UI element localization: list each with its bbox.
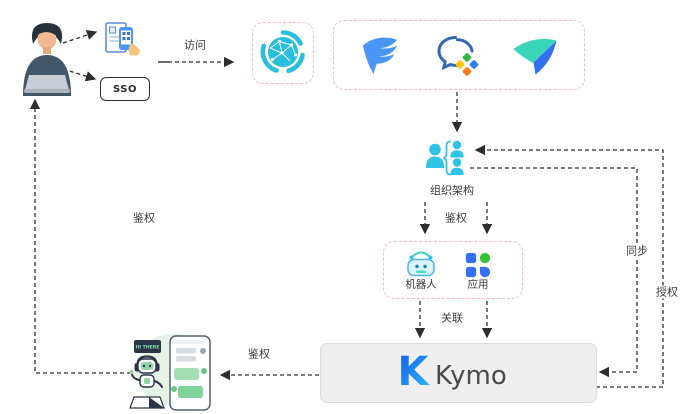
robot-icon [407,251,435,277]
edge-label-auth-bot-user: 鉴权 [130,211,158,225]
dingtalk-icon [362,37,398,75]
platforms-box [333,20,585,90]
chatbot-node: HI THERE [126,331,218,414]
sso-label: SSO [113,83,137,95]
kymo-logo-letter: K [397,351,430,395]
edge-label-sync: 同步 [623,244,651,258]
user-illustration [16,20,78,96]
org-structure-icon [426,140,464,176]
feishu-icon [513,38,557,75]
hi-there-sign-text: HI THERE [136,345,160,351]
edge-label-auth-kymo-bot: 鉴权 [245,347,273,361]
gateway-box [252,22,314,84]
qr-scan-login-icon [105,22,140,56]
edge-bot-to-user [29,98,131,374]
network-globe-icon [260,30,305,74]
person-laptop-icon [23,23,71,96]
services-box: 机器人 应用 [383,241,523,299]
wecom-icon [437,36,479,76]
chatbot-illustration: HI THERE [129,334,211,411]
kymo-box: K Kymo [320,343,597,403]
robot-label: 机器人 [405,278,437,291]
edge-label-authorize: 授权 [653,285,681,299]
edge-label-access: 访问 [181,38,209,52]
sso-box: SSO [100,77,150,101]
qr-login-node [103,21,141,61]
app-label: 应用 [467,278,489,291]
edge-label-auth-org: 鉴权 [442,211,470,225]
kymo-label: Kymo [435,361,507,391]
kymo-logo: K Kymo [397,351,507,395]
app-grid-icon [465,252,491,278]
org-structure-node [425,137,469,179]
org-structure-label: 组织架构 [430,184,474,197]
edge-label-associate: 关联 [438,311,466,325]
